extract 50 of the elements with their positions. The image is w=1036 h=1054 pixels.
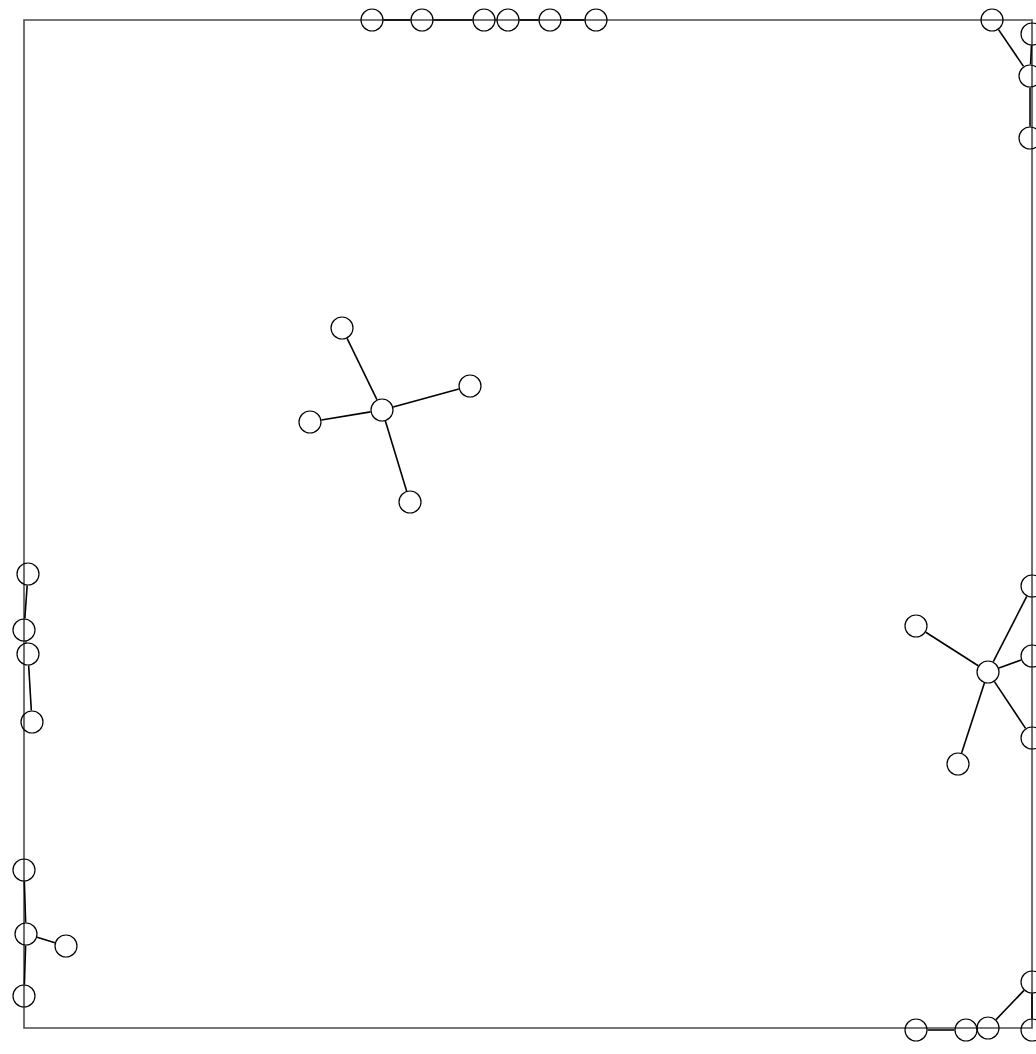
circle-node	[360, 8, 384, 32]
circle-node	[370, 398, 394, 422]
edge-line	[992, 595, 1028, 663]
edge-line	[392, 388, 460, 408]
circle-node	[496, 8, 520, 32]
edge-line	[23, 880, 27, 924]
circle-node	[16, 642, 40, 666]
edge-line	[36, 936, 56, 944]
edge-line	[925, 631, 980, 667]
edge-line	[993, 680, 1027, 730]
circle-node	[12, 618, 36, 642]
circle-node	[12, 984, 36, 1008]
edge-line	[1029, 44, 1033, 66]
circle-node	[14, 922, 38, 946]
circle-node	[904, 1018, 928, 1042]
edge-line	[1029, 86, 1031, 128]
circle-node	[54, 934, 78, 958]
circle-node	[298, 410, 322, 434]
edge-line	[23, 944, 27, 986]
edge-line	[998, 659, 1022, 669]
edge-line	[432, 19, 474, 21]
circle-node	[16, 562, 40, 586]
edge-line	[960, 682, 986, 754]
edge-line	[995, 989, 1025, 1021]
circle-node	[584, 8, 608, 32]
circle-node	[20, 710, 44, 734]
circle-node	[954, 1018, 978, 1042]
edge-line	[27, 664, 33, 712]
circle-node	[946, 752, 970, 776]
edge-line	[926, 1029, 956, 1031]
circle-node	[538, 8, 562, 32]
edge-line	[1031, 992, 1033, 1020]
edge-line	[320, 411, 372, 421]
circle-node	[330, 316, 354, 340]
circle-node	[12, 858, 36, 882]
edge-line	[384, 420, 408, 492]
edge-line	[24, 584, 28, 620]
circle-node	[980, 8, 1004, 32]
edge-line	[518, 19, 540, 21]
edge-line	[560, 19, 586, 21]
edge-line	[346, 337, 378, 401]
circle-node	[976, 660, 1000, 684]
circle-node	[976, 1016, 1000, 1040]
circle-node	[458, 374, 482, 398]
circle-node	[398, 490, 422, 514]
edge-line	[997, 28, 1025, 68]
edge-line	[382, 19, 412, 21]
circle-node	[904, 614, 928, 638]
circle-node	[472, 8, 496, 32]
circle-node	[410, 8, 434, 32]
